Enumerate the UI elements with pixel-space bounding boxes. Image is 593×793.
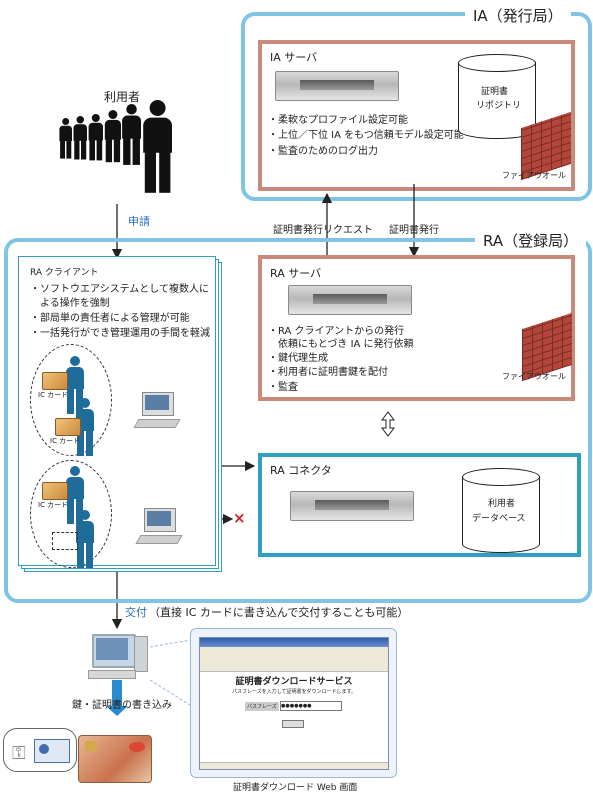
ic-card-icon [42,482,68,500]
client-pc-icon [135,508,183,546]
delivery-label: 交付 [125,606,147,619]
operator-group-1 [30,344,112,456]
reject-icon: × [233,509,246,527]
user-person-icon [120,104,143,165]
user-person-icon [140,100,175,193]
user-person-icon [103,110,123,163]
missing-ic-card-icon [52,532,78,550]
ic-card-icon [42,372,68,390]
user-person-icon [87,114,105,161]
ra-container [4,238,592,603]
delivery-note: （直接 IC カードに書き込んで交付することも可能） [149,606,409,619]
ra-title: RA（登録局） [475,230,587,251]
user-label: 利用者 [104,90,141,104]
cert-issue-label: 証明書発行 [389,225,439,236]
ra-firewall-label: ファイアウオール [502,372,566,381]
repository-label-1: 証明書 [481,87,509,97]
ic-card-icon [55,418,81,436]
certificate-icon [34,739,70,763]
database-label-2: データベース [472,514,526,524]
database-label-1: 利用者 [488,499,516,509]
passphrase-input[interactable]: ●●●●●●● [280,701,342,711]
ra-connector-label: RA コネクタ [270,464,332,477]
ia-feature-3: ・監査のためのログ出力 [268,146,378,157]
ia-firewall-label: ファイアウオール [502,171,566,180]
ic-card-label: IC カード [38,391,69,399]
submit-button[interactable] [282,720,304,728]
browser-instruction: パスフレーズを入力して証明書をダウンロードします。 [231,689,357,695]
ia-container [241,12,592,201]
double-arrow-icon [381,411,395,437]
user-person-icon [58,118,73,159]
ia-title: IA（発行局） [465,5,571,26]
repository-label-2: リポジトリ [476,101,522,111]
operator-person-icon [74,510,96,568]
key-certificate-bubble: ⚿ [3,728,77,772]
client-feature-4: ・一括発行ができ管理運用の手間を軽減 [30,328,210,339]
ia-feature-1: ・柔軟なプロファイル設定可能 [268,115,408,126]
ic-card-label: IC カード [50,437,81,445]
ra-server-rack-icon [288,285,412,315]
client-pc-icon [133,392,181,430]
ra-feature-3: ・鍵代理生成 [268,353,328,364]
browser-caption: 証明書ダウンロード Web 画面 [233,783,358,793]
ra-feature-1: ・RA クライアントからの発行 [268,326,405,337]
browser-heading: 証明書ダウンロードサービス [235,677,353,687]
operator-person-icon [64,356,86,414]
ic-card-large-icon [78,735,152,783]
ra-server-label: RA サーバ [270,267,322,280]
ra-feature-2: 依頼にもとづき IA に発行依頼 [268,339,414,350]
ra-feature-5: ・監査 [268,382,298,393]
write-arrow-icon [106,680,128,716]
repository-cylinder-icon [458,54,536,140]
key-icon: ⚿ [12,743,26,764]
browser-toolbar [200,647,388,672]
user-person-icon [72,116,89,160]
browser-titlebar [200,638,388,647]
ia-feature-2: ・上位／下位 IA をもつ信頼モデル設定可能 [268,130,464,141]
download-web-screen: 証明書ダウンロードサービス パスフレーズを入力して証明書をダウンロードします。 … [190,628,397,778]
passphrase-label: パスフレーズ [245,702,279,711]
browser-statusbar [200,762,388,769]
ra-feature-4: ・利用者に証明書鍵を配付 [268,367,388,378]
write-label: 鍵・証明書の書き込み [72,700,172,711]
user-desktop-pc-icon [88,630,148,680]
ic-card-label: IC カード [38,501,69,509]
client-title: RA クライアント [30,268,99,278]
client-feature-2: よる操作を強制 [30,298,110,309]
operator-group-2 [30,460,112,568]
ia-server-rack-icon [275,71,399,101]
user-database-cylinder-icon [462,468,540,554]
ia-server-label: IA サーバ [270,51,318,64]
cert-request-label: 証明書発行リクエスト [273,225,373,236]
ra-connector-rack-icon [290,491,414,521]
client-feature-3: ・部局単の責任者による管理が可能 [30,313,190,324]
operator-person-icon [64,466,86,524]
apply-label: 申請 [128,215,150,228]
client-feature-1: ・ソフトウエアシステムとして複数人に [30,284,209,295]
